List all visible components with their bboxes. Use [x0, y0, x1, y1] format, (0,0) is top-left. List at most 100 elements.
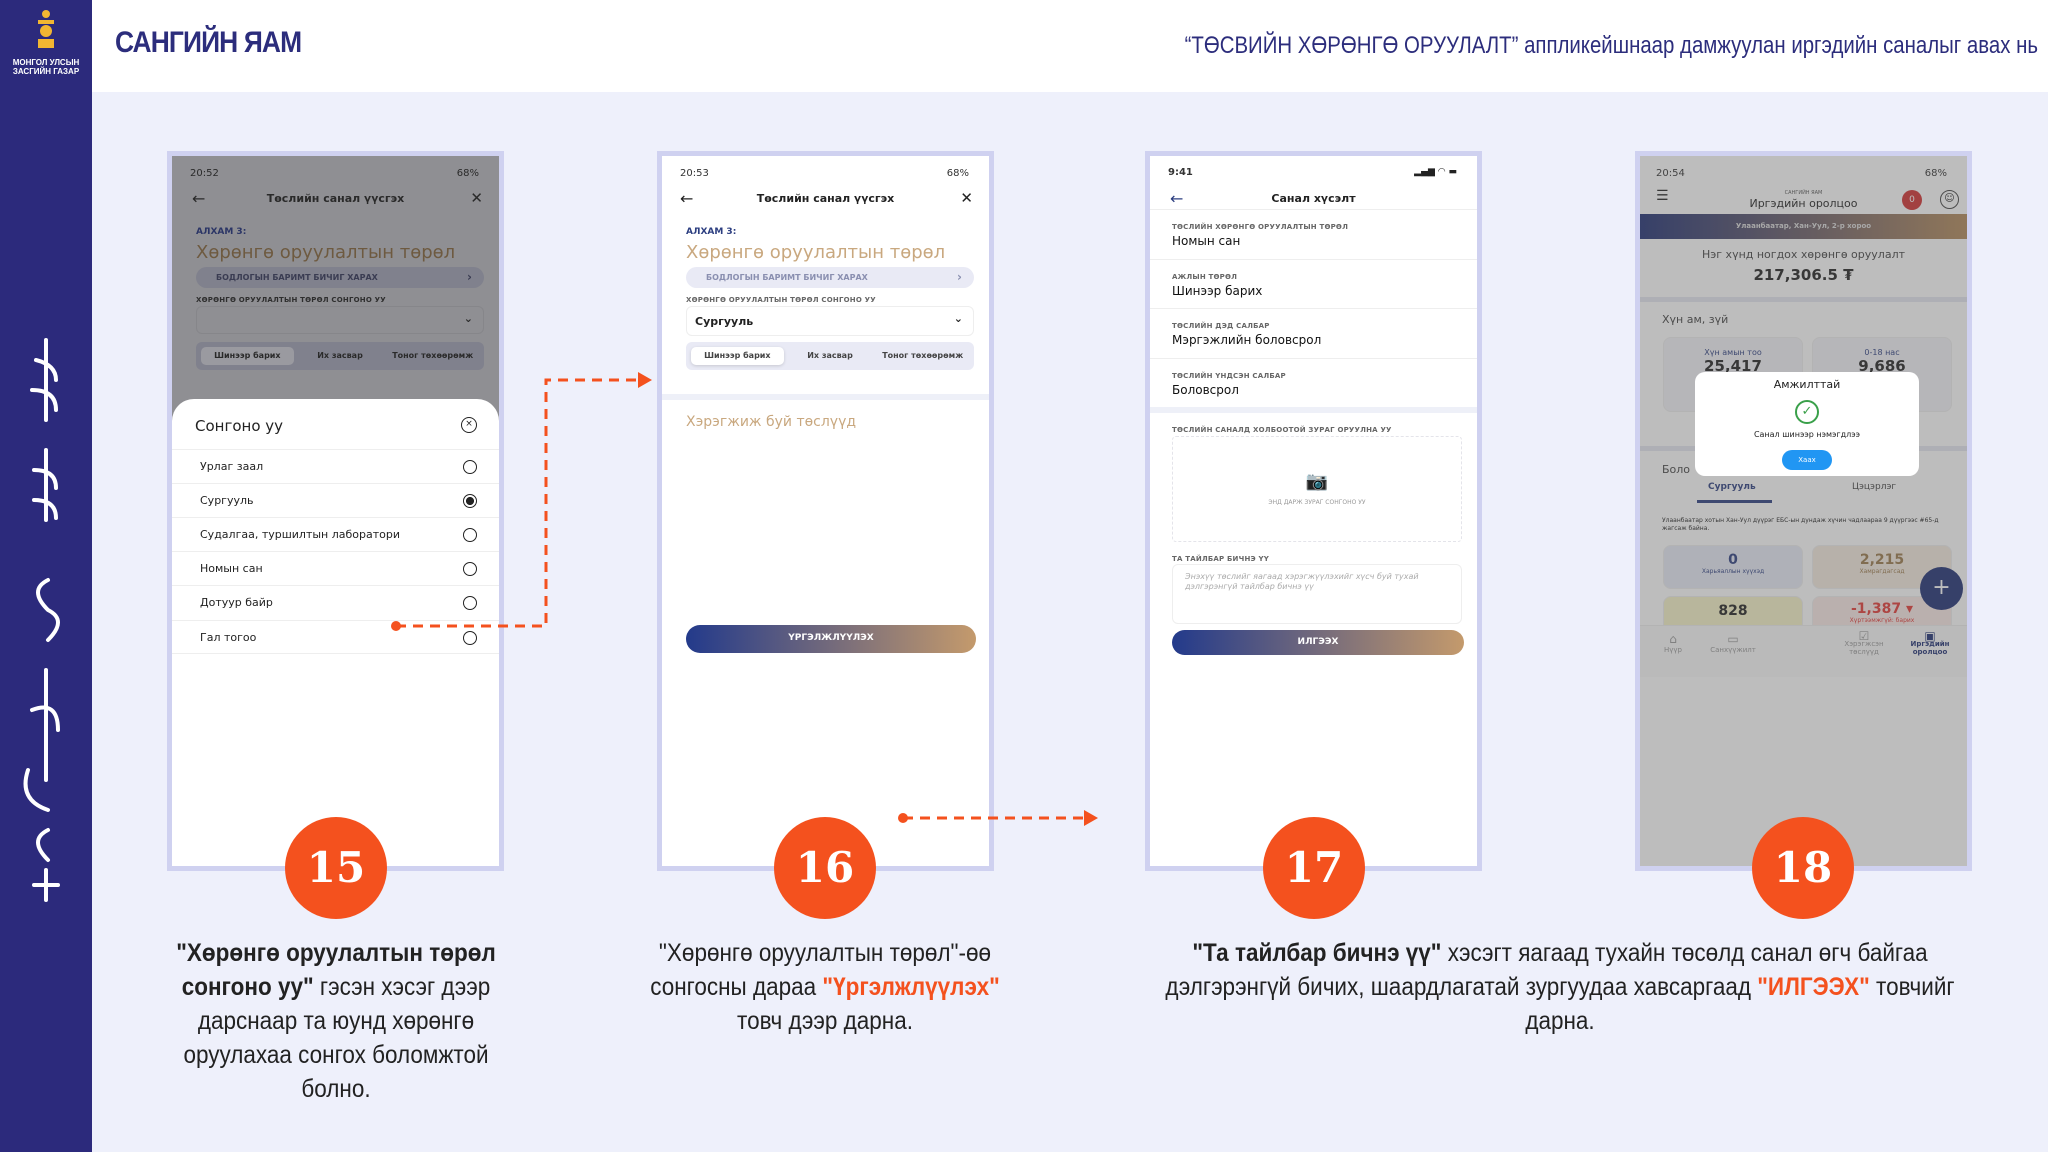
tab-kindergarten[interactable]: Цэцэрлэг: [1852, 482, 1897, 492]
status-time: 20:54: [1656, 168, 1685, 179]
notification-badge[interactable]: 0: [1902, 190, 1922, 210]
stat-value: -1,387 ▾: [1851, 601, 1913, 617]
checklist-icon: ☑: [1858, 629, 1870, 643]
stat-value: 0: [1728, 552, 1738, 568]
step-number-badge: 18: [1752, 817, 1854, 919]
step-heading: Хөрөнгө оруулалтын төрөл: [196, 242, 456, 263]
photo-label: ТӨСЛИЙН САНАЛД ХОЛБООТОЙ ЗУРАГ ОРУУЛНА У…: [1172, 426, 1392, 434]
policy-doc-button[interactable]: БОДЛОГЫН БАРИМТ БИЧИГ ХАРАХ›: [196, 267, 484, 288]
back-arrow-icon[interactable]: ←: [192, 189, 206, 208]
logo-text: МОНГОЛ УЛСЫН ЗАСГИЙН ГАЗАР: [12, 58, 80, 76]
segment-new-build[interactable]: Шинээр барих: [691, 347, 784, 365]
radio-button[interactable]: [463, 596, 477, 610]
screen-title: Төслийн санал үүсгэх: [266, 192, 405, 205]
per-person-amount: 217,306.5 ₮: [1753, 266, 1854, 284]
nav-finance[interactable]: ▭Санхүүжилт: [1708, 632, 1758, 654]
divider: [1640, 297, 1967, 302]
type-dropdown[interactable]: ⌄: [196, 306, 484, 334]
type-dropdown[interactable]: Сургууль⌄: [686, 306, 974, 336]
ranking-description: Улаанбаатар хотын Хан-Уул дүүрэг ЕБС-ын …: [1662, 517, 1939, 532]
segment-equipment[interactable]: Тоног төхөөрөмж: [392, 351, 474, 360]
caption-step-16: "Хөрөнгө оруулалтын төрөл"-өө сонгосны д…: [636, 936, 1014, 1038]
sidebar: МОНГОЛ УЛСЫН ЗАСГИЙН ГАЗАР: [0, 0, 92, 1152]
status-time: 20:53: [680, 168, 709, 179]
select-label: ХӨРӨНГӨ ОРУУЛАЛТЫН ТӨРӨЛ СОНГОНО УУ: [196, 296, 386, 304]
send-button[interactable]: ИЛГЭЭХ: [1172, 630, 1464, 655]
phone-screen-step-16: 20:53 68% ← Төслийн санал үүсгэх ✕ АЛХАМ…: [657, 151, 994, 871]
segment-major-repair[interactable]: Их засвар: [807, 351, 853, 360]
battery-status: 68%: [456, 168, 479, 179]
divider: [1150, 209, 1477, 210]
continue-button[interactable]: ҮРГЭЛЖЛҮҮЛЭХ: [686, 625, 976, 653]
modal-close-button[interactable]: Хаах: [1782, 450, 1832, 470]
phone-screen-step-15: 20:52 68% ← Төслийн санал үүсгэх ✕ АЛХАМ…: [167, 151, 504, 871]
back-arrow-icon[interactable]: ←: [680, 189, 694, 208]
card-label: 0-18 нас: [1864, 348, 1900, 357]
segment-equipment[interactable]: Тоног төхөөрөмж: [882, 351, 964, 360]
field-value: Боловсрол: [1172, 383, 1239, 397]
divider: [1150, 308, 1477, 309]
arrow-step15-to-16: [396, 378, 640, 628]
soyombo-emblem-icon: [38, 10, 54, 48]
segment-major-repair[interactable]: Их засвар: [317, 351, 363, 360]
caption-step-15: "Хөрөнгө оруулалтын төрөл сонгоно уу" гэ…: [165, 936, 507, 1106]
step-number-badge: 15: [285, 817, 387, 919]
mongolian-script-decoration: [23, 338, 60, 902]
policy-doc-button[interactable]: БОДЛОГЫН БАРИМТ БИЧИГ ХАРАХ›: [686, 267, 974, 288]
radio-button[interactable]: [463, 562, 477, 576]
caption-bold: "Хөрөнгө оруулалтын төрөл сонгоно уу": [176, 939, 496, 1001]
caption-highlight: "ИЛГЭЭХ": [1757, 973, 1870, 1001]
projects-heading: Хэрэгжиж буй төслүүд: [686, 414, 857, 430]
user-icon[interactable]: ☺: [1940, 190, 1959, 209]
add-fab-button[interactable]: +: [1920, 567, 1963, 610]
menu-icon[interactable]: ☰: [1656, 188, 1669, 204]
field-label: АЖЛЫН ТӨРӨЛ: [1172, 273, 1238, 281]
close-circle-icon[interactable]: ×: [461, 417, 477, 433]
phone-screen-step-18: 20:54 68% ☰ САНГИЙН ЯАМ Иргэдийн оролцоо…: [1635, 151, 1972, 871]
nav-label: Санхүүжилт: [1710, 646, 1756, 654]
option-row[interactable]: Гал тогоо: [172, 620, 499, 654]
nav-participation[interactable]: ▣Иргэдийн оролцоо: [1902, 630, 1958, 656]
screen-title: Төслийн санал үүсгэх: [756, 192, 895, 205]
education-heading: Боло: [1662, 463, 1691, 476]
chevron-right-icon: ›: [957, 270, 962, 284]
option-row[interactable]: Дотуур байр: [172, 585, 499, 619]
location-banner: Улаанбаатар, Хан-Уул, 2-р хороо: [1640, 214, 1967, 239]
caption-text: товч дээр дарна.: [737, 1007, 913, 1035]
battery-status: 68%: [946, 168, 969, 179]
nav-home[interactable]: ⌂Нүүр: [1658, 632, 1688, 654]
check-circle-icon: ✓: [1795, 400, 1819, 424]
close-icon[interactable]: ✕: [960, 189, 973, 207]
radio-button[interactable]: [463, 631, 477, 645]
dropdown-value: Сургууль: [695, 315, 754, 328]
field-label: ТӨСЛИЙН ДЭД САЛБАР: [1172, 322, 1270, 330]
back-arrow-icon[interactable]: ←: [1170, 189, 1184, 208]
caption-bold: "Та тайлбар бичнэ үү": [1192, 939, 1442, 967]
option-row[interactable]: Судалгаа, туршилтын лаборатори: [172, 517, 499, 551]
close-icon[interactable]: ✕: [470, 189, 483, 207]
comment-textarea[interactable]: Энэхүү төслийг яагаад хэрэгжүүлэхийг хүс…: [1172, 564, 1462, 624]
modal-message: Санал шинээр нэмэгдлээ: [1753, 430, 1861, 439]
photo-upload-area[interactable]: 📷 ЭНД ДАРЖ ЗУРАГ СОНГОНО УУ: [1172, 436, 1462, 542]
option-label: Гал тогоо: [200, 631, 257, 644]
option-row-selected[interactable]: Сургууль: [172, 483, 499, 517]
field-value: Шинээр барих: [1172, 284, 1263, 298]
status-time: 20:52: [190, 168, 219, 179]
arrowhead: [638, 372, 652, 388]
nav-projects[interactable]: ☑Хэрэгжсэн төслүүд: [1836, 629, 1892, 656]
option-row[interactable]: Номын сан: [172, 551, 499, 585]
option-label: Дотуур байр: [200, 596, 273, 609]
radio-button[interactable]: [463, 528, 477, 542]
radio-button[interactable]: [463, 460, 477, 474]
tab-school[interactable]: Сургууль: [1708, 482, 1756, 492]
radio-button-checked[interactable]: [463, 494, 477, 508]
option-row[interactable]: Урлаг заал: [172, 449, 499, 483]
comment-label: ТА ТАЙЛБАР БИЧНЭ ҮҮ: [1172, 555, 1270, 563]
org-label: САНГИЙН ЯАМ: [1784, 190, 1823, 196]
card-label: Хүн амын тоо: [1704, 348, 1762, 357]
work-type-segment[interactable]: Шинээр барих Их засвар Тоног төхөөрөмж: [686, 342, 974, 370]
segment-new-build[interactable]: Шинээр барих: [201, 347, 294, 365]
photo-hint: ЭНД ДАРЖ ЗУРАГ СОНГОНО УУ: [1268, 499, 1366, 506]
work-type-segment[interactable]: Шинээр барих Их засвар Тоног төхөөрөмж: [196, 342, 484, 370]
